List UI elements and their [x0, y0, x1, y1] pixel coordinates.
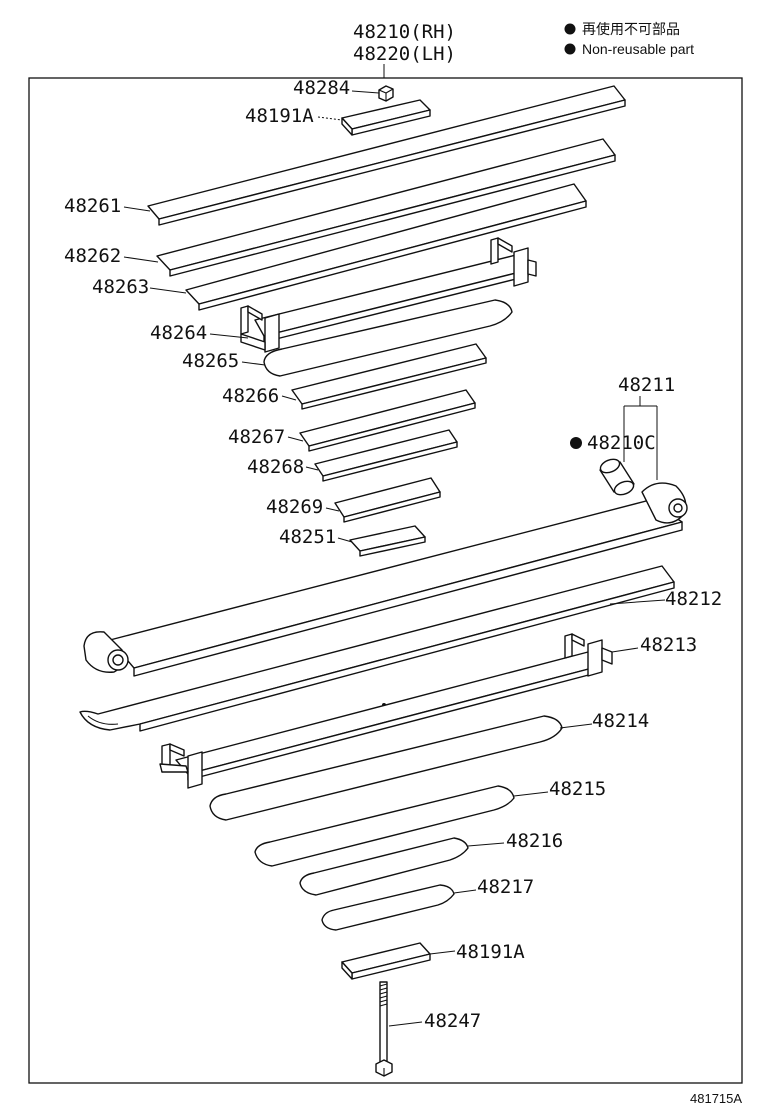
label-48213: 48213 — [640, 634, 697, 656]
label-48269: 48269 — [266, 496, 323, 518]
part-48216-leaf[interactable] — [299, 837, 469, 896]
leader-48216 — [467, 842, 505, 847]
label-48191A-lower: 48191A — [456, 941, 525, 963]
leader-48215 — [513, 791, 549, 797]
label-48214: 48214 — [592, 710, 649, 732]
label-48210C: 48210C — [587, 432, 656, 454]
part-48261-leaf[interactable] — [147, 85, 626, 226]
legend-jp: 再使用不可部品 — [582, 21, 680, 37]
part-48211-main-leaf[interactable] — [83, 482, 688, 677]
center-bolt-holes — [382, 150, 386, 907]
label-48268: 48268 — [247, 456, 304, 478]
part-48191A-lower-pad[interactable] — [341, 942, 431, 980]
part-48214-leaf[interactable] — [209, 715, 563, 821]
label-48261: 48261 — [64, 195, 121, 217]
leader-48217 — [453, 889, 477, 894]
part-48215-leaf[interactable] — [254, 785, 515, 867]
leader-48261 — [123, 206, 151, 212]
part-48284-nut[interactable] — [378, 85, 394, 102]
leader-48212 — [609, 599, 666, 605]
legend-dot-icon — [564, 23, 576, 35]
part-48268-leaf[interactable] — [314, 429, 458, 482]
part-48251-pad[interactable] — [349, 525, 426, 557]
leader-48191A-lower — [429, 950, 456, 955]
leader-48251 — [337, 537, 353, 543]
assembly-lh-label: 48220(LH) — [353, 43, 456, 65]
leader-48213 — [611, 647, 639, 653]
label-48215: 48215 — [549, 778, 606, 800]
part-48217-leaf[interactable] — [321, 884, 455, 931]
legend-en: Non-reusable part — [582, 41, 694, 57]
leader-48265 — [241, 361, 266, 366]
label-48263: 48263 — [92, 276, 149, 298]
label-48251: 48251 — [279, 526, 336, 548]
part-48247-center-bolt[interactable] — [375, 981, 393, 1077]
label-48247: 48247 — [424, 1010, 481, 1032]
label-48191A-upper: 48191A — [245, 105, 314, 127]
part-48191A-upper-pad[interactable] — [341, 99, 431, 136]
label-48264: 48264 — [150, 322, 207, 344]
label-48211: 48211 — [618, 374, 675, 396]
part-48267-leaf[interactable] — [299, 389, 476, 452]
leader-48266 — [281, 395, 297, 401]
illustration-code: 481715A — [690, 1091, 742, 1106]
label-48266: 48266 — [222, 385, 279, 407]
legend-dot-icon — [564, 43, 576, 55]
part-48269-leaf[interactable] — [334, 477, 441, 523]
part-48213-leaf[interactable] — [159, 633, 613, 789]
non-reusable-dot-icon — [570, 437, 582, 449]
diagram-frame — [28, 77, 743, 1084]
part-48210C-bushing[interactable] — [598, 457, 635, 498]
label-48217: 48217 — [477, 876, 534, 898]
part-48264-leaf[interactable] — [240, 237, 537, 353]
leader-48264 — [209, 333, 249, 339]
leader-48262 — [123, 256, 159, 263]
label-48212: 48212 — [665, 588, 722, 610]
part-48212-leaf[interactable] — [79, 565, 675, 732]
part-48266-leaf[interactable] — [291, 343, 487, 410]
leader-48267 — [287, 436, 304, 442]
label-48262: 48262 — [64, 245, 121, 267]
leader-48191A-upper — [317, 116, 343, 121]
leader-48268 — [305, 466, 319, 471]
assembly-rh-label: 48210(RH) — [353, 21, 456, 43]
leader-48284 — [351, 90, 380, 94]
label-48284: 48284 — [293, 77, 350, 99]
leader-48247 — [388, 1021, 423, 1027]
leader-48269 — [325, 507, 340, 512]
part-48262-leaf[interactable] — [156, 138, 616, 277]
label-48265: 48265 — [182, 350, 239, 372]
label-48216: 48216 — [506, 830, 563, 852]
label-48267: 48267 — [228, 426, 285, 448]
part-48265-leaf[interactable] — [263, 299, 513, 377]
leader-48214 — [559, 723, 593, 729]
part-48263-leaf[interactable] — [185, 183, 587, 311]
leader-48263 — [149, 287, 187, 294]
